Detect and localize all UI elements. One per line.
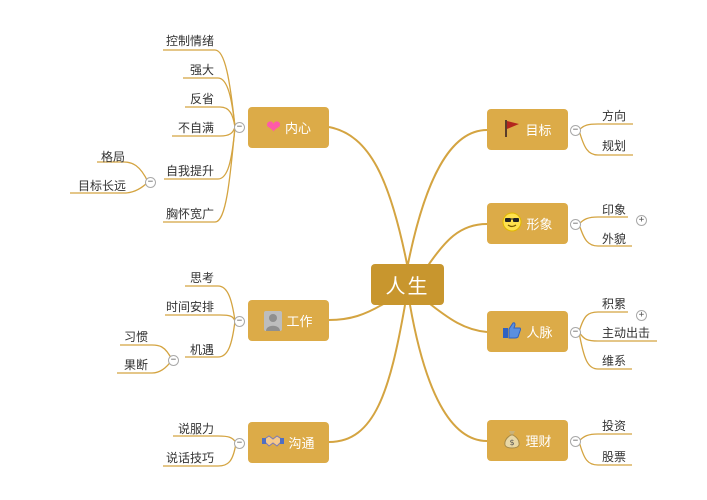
collapse-toggle-comm[interactable]: − — [234, 438, 245, 449]
link-root-network — [424, 299, 488, 333]
person-icon — [264, 310, 283, 331]
collapse-toggle-inner[interactable]: − — [234, 122, 245, 133]
cool-face-icon — [502, 212, 522, 235]
root-label: 人生 — [385, 274, 430, 298]
topic-comm-label: 沟通 — [288, 437, 315, 452]
leaf-finance-1[interactable]: 股票 — [602, 450, 627, 464]
link-root-work — [328, 302, 386, 321]
topic-image-label: 形象 — [526, 218, 553, 233]
leaf-network-2[interactable]: 维系 — [602, 354, 627, 368]
link-root-inner — [328, 126, 408, 265]
leaf-comm-1[interactable]: 说话技巧 — [166, 451, 215, 465]
topic-goal[interactable]: 目标 — [487, 109, 568, 150]
leaf-network-0[interactable]: 积累 — [602, 297, 627, 311]
leaf-comm-0[interactable]: 说服力 — [178, 422, 215, 436]
leaf-image-0[interactable]: 印象 — [602, 203, 627, 217]
leaf-work-0[interactable]: 思考 — [190, 271, 215, 285]
leaf-goal-0[interactable]: 方向 — [602, 109, 627, 123]
thumbs-up-icon — [502, 321, 522, 342]
topic-goal-label: 目标 — [525, 124, 552, 139]
topic-image[interactable]: 形象 — [487, 203, 568, 244]
leaf-inner-gc-1[interactable]: 目标长远 — [78, 179, 127, 193]
link-root-image — [424, 223, 488, 271]
topic-inner-label: 内心 — [285, 122, 312, 137]
leaf-work-gc-1[interactable]: 果断 — [124, 358, 149, 372]
collapse-toggle-opportunity[interactable]: − — [168, 355, 179, 366]
heart-icon: ❤ — [265, 116, 282, 138]
topic-finance-label: 理财 — [525, 435, 552, 450]
topic-network-label: 人脉 — [526, 326, 553, 341]
leaf-image-1[interactable]: 外貌 — [602, 232, 627, 246]
expand-toggle-impression[interactable]: + — [636, 215, 647, 226]
collapse-toggle-goal[interactable]: − — [570, 125, 581, 136]
flag-icon — [503, 118, 521, 141]
collapse-toggle-self-improve[interactable]: − — [145, 177, 156, 188]
collapse-toggle-image[interactable]: − — [570, 219, 581, 230]
leaf-inner-gc-0[interactable]: 格局 — [101, 150, 126, 164]
leaf-finance-0[interactable]: 投资 — [602, 419, 627, 433]
leaf-work-1[interactable]: 时间安排 — [166, 300, 215, 314]
leaf-work-2[interactable]: 机遇 — [190, 343, 215, 357]
leaf-inner-3[interactable]: 不自满 — [178, 121, 215, 135]
topic-network[interactable]: 人脉 — [487, 311, 568, 352]
handshake-icon — [262, 434, 285, 451]
money-bag-icon: $ — [503, 429, 521, 452]
leaf-inner-2[interactable]: 反省 — [190, 92, 215, 106]
leaf-inner-1[interactable]: 强大 — [190, 63, 215, 77]
leaf-goal-1[interactable]: 规划 — [602, 139, 627, 153]
topic-work-label: 工作 — [286, 315, 313, 330]
topic-finance[interactable]: $ 理财 — [487, 420, 568, 461]
leaf-inner-4[interactable]: 自我提升 — [166, 164, 215, 178]
topic-work[interactable]: 工作 — [248, 300, 329, 341]
collapse-toggle-finance[interactable]: − — [570, 436, 581, 447]
link-root-goal — [407, 129, 488, 265]
collapse-toggle-work[interactable]: − — [234, 316, 245, 327]
root-topic[interactable]: 人生 — [371, 264, 444, 305]
link-root-finance — [409, 304, 488, 442]
leaf-inner-5[interactable]: 胸怀宽广 — [166, 207, 215, 221]
leaf-work-gc-0[interactable]: 习惯 — [124, 330, 149, 344]
topic-inner[interactable]: ❤ 内心 — [248, 107, 329, 148]
expand-toggle-accumulate[interactable]: + — [636, 310, 647, 321]
svg-text:$: $ — [510, 438, 515, 447]
leaf-network-1[interactable]: 主动出击 — [602, 326, 651, 340]
topic-comm[interactable]: 沟通 — [248, 422, 329, 463]
collapse-toggle-network[interactable]: − — [570, 327, 581, 338]
link-root-comm — [328, 304, 406, 443]
leaf-inner-0[interactable]: 控制情绪 — [166, 34, 215, 48]
